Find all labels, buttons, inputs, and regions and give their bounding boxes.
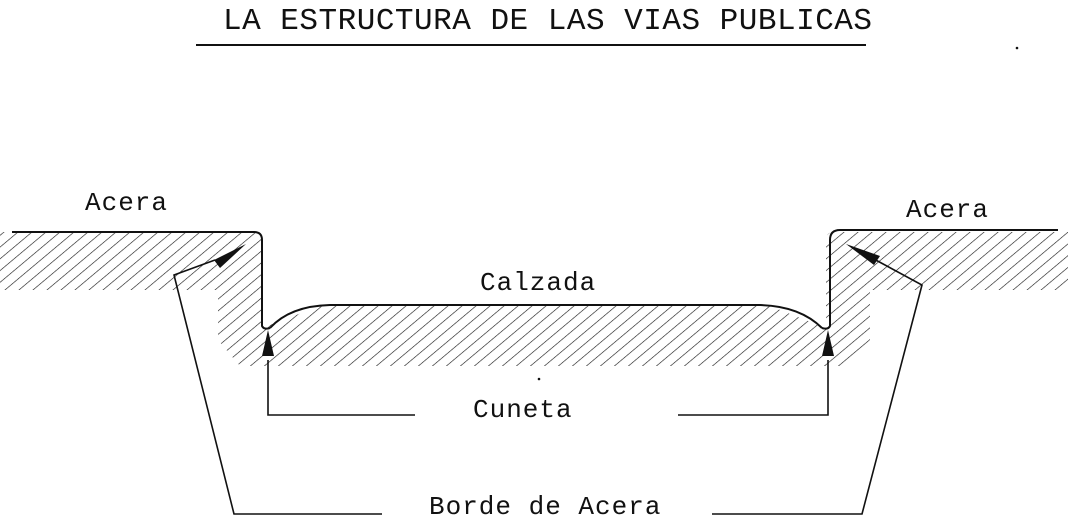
cuneta-leader-right — [678, 360, 829, 416]
title-underline — [196, 44, 866, 46]
cuneta-arrow-right — [822, 330, 834, 356]
borde-arrow-right — [846, 244, 880, 265]
road-surface-calzada — [269, 304, 823, 329]
diagram-title: LA ESTRUCTURA DE LAS VIAS PUBLICAS — [223, 4, 873, 39]
label-acera-right: Acera — [906, 195, 990, 225]
cuneta-arrow-left — [262, 330, 274, 356]
label-acera-left: Acera — [85, 188, 169, 218]
label-cuneta: Cuneta — [473, 395, 573, 425]
left-sidewalk-surface — [12, 231, 271, 330]
scan-speck — [537, 377, 541, 381]
label-calzada: Calzada — [480, 268, 597, 298]
label-borde-de-acera: Borde de Acera — [429, 492, 662, 522]
borde-leader-right — [712, 257, 923, 515]
hatched-ground — [0, 232, 1068, 366]
borde-leader-left — [173, 259, 382, 515]
right-sidewalk-surface — [821, 229, 1058, 330]
borde-arrow-left — [214, 244, 246, 268]
scan-speck — [1015, 46, 1019, 50]
cuneta-leader-left — [267, 360, 415, 416]
